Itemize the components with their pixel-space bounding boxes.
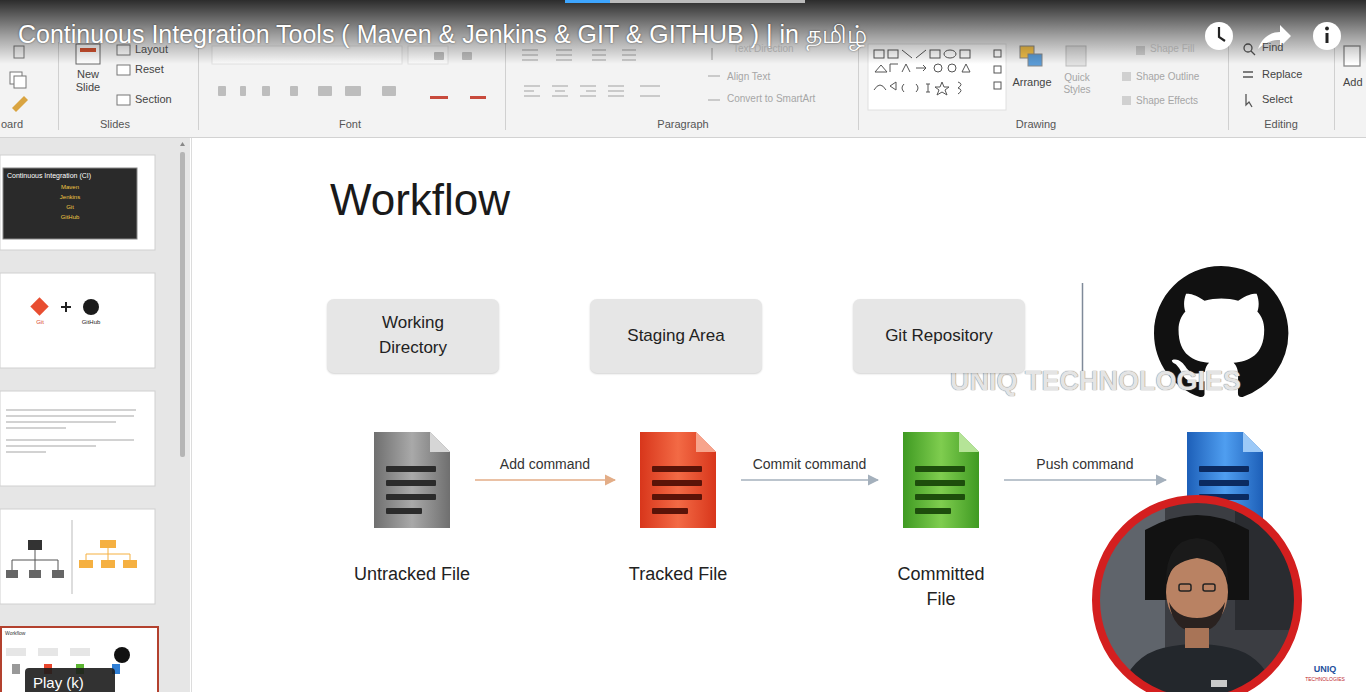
logo-text: UNIQ xyxy=(1314,664,1337,674)
ribbon-border xyxy=(0,137,1366,138)
file-fold xyxy=(1243,432,1263,452)
info-icon xyxy=(1313,22,1341,50)
file-state-label: Committed File xyxy=(882,562,1000,612)
stage-name: Working Directory xyxy=(351,311,475,360)
file-line xyxy=(652,494,702,500)
slide-thumbnails xyxy=(0,155,158,692)
file-fold xyxy=(696,432,716,452)
group-name: Drawing xyxy=(1016,118,1056,131)
file-state-label: Tracked File xyxy=(619,562,737,587)
file-stage: Committed File xyxy=(882,430,1000,612)
thumbnail-logos xyxy=(30,297,99,315)
file-stage: Tracked File xyxy=(619,430,737,587)
ribbon-button: Shape Fill xyxy=(1150,43,1194,55)
file-icon xyxy=(372,430,452,530)
thumbnail-diagrams xyxy=(6,520,137,594)
thumbnail-text: Git xyxy=(36,319,44,326)
file-fold xyxy=(959,432,979,452)
file-line xyxy=(652,480,702,486)
ribbon-button: Layout xyxy=(135,43,168,56)
stage-box: Git Repository xyxy=(853,299,1025,373)
stage-box: Staging Area xyxy=(590,299,762,373)
file-line xyxy=(386,466,436,472)
logo-text: TECHNOLOGIES xyxy=(1305,677,1345,683)
file-icon xyxy=(901,430,981,530)
logo-plate xyxy=(1302,660,1348,690)
file-line xyxy=(652,508,688,514)
scrollbar xyxy=(180,152,185,457)
slide xyxy=(192,138,1366,692)
progress-played xyxy=(565,0,610,3)
ribbon-button: Select xyxy=(1262,93,1293,106)
ribbon-button: Reset xyxy=(135,63,164,76)
ribbon-button: New Slide xyxy=(68,68,108,93)
file-stage: Untracked File xyxy=(353,430,471,587)
thumbnail-dark-slide xyxy=(3,168,137,239)
file-body xyxy=(374,432,450,528)
ribbon-button: Align Text xyxy=(727,71,770,83)
thumbnail-text: Maven xyxy=(61,184,79,191)
file-line xyxy=(915,466,965,472)
group-name: Font xyxy=(339,118,361,131)
thumbnail-text: GitHub xyxy=(82,319,101,326)
command-label: Commit command xyxy=(750,456,870,472)
slide-edge xyxy=(191,138,192,692)
command-arrow xyxy=(741,479,878,481)
ribbon-button: Quick Styles xyxy=(1057,72,1097,95)
file-line xyxy=(1199,466,1249,472)
webcam-overlay xyxy=(1085,490,1315,692)
group-name: oard xyxy=(1,118,23,131)
file-line xyxy=(652,466,702,472)
ribbon xyxy=(0,0,1366,137)
file-line xyxy=(915,508,951,514)
ribbon-button: Replace xyxy=(1262,68,1302,81)
scroll-arrow xyxy=(180,142,185,146)
thumbnail-text: Git xyxy=(66,204,74,211)
ribbon-button: Arrange xyxy=(1007,76,1057,89)
stage-box: Working Directory xyxy=(327,299,499,373)
file-line xyxy=(386,480,436,486)
file-body xyxy=(903,432,979,528)
thumbnail-text: Workflow xyxy=(5,631,25,637)
ribbon-button: Add xyxy=(1343,76,1363,89)
player-tooltip: Play (k) xyxy=(33,674,84,691)
thumbnail-text: Jenkins xyxy=(60,194,80,201)
progress-buffered xyxy=(610,0,805,3)
file-line xyxy=(386,494,436,500)
divider-line xyxy=(1082,283,1084,380)
thumbnail-text: GitHub xyxy=(61,214,80,221)
ribbon-button: Shape Outline xyxy=(1136,71,1199,83)
thumbnail-text-lines xyxy=(6,410,136,452)
group-name: Slides xyxy=(100,118,130,131)
ribbon-button: Text Direction xyxy=(733,43,794,55)
watch-later-icon xyxy=(1205,22,1233,50)
command-label: Push command xyxy=(1033,456,1136,472)
ribbon-button: Find xyxy=(1262,41,1283,54)
thumbnail-text: Continuous Integration (CI) xyxy=(7,172,91,180)
stage-name: Git Repository xyxy=(885,324,993,349)
file-line xyxy=(386,508,422,514)
file-icon xyxy=(638,430,718,530)
command-arrow xyxy=(1004,479,1166,481)
ribbon-button: Shape Effects xyxy=(1136,95,1198,107)
stage-name: Staging Area xyxy=(627,324,724,349)
file-state-label: Untracked File xyxy=(353,562,471,587)
file-line xyxy=(1199,480,1249,486)
thumbnail-pane xyxy=(0,138,190,692)
command-arrow xyxy=(475,479,615,481)
player-top-shade xyxy=(0,0,1366,64)
tooltip-box xyxy=(25,668,115,692)
ribbon-button: Section xyxy=(135,93,172,106)
group-name: Editing xyxy=(1264,118,1298,131)
file-line xyxy=(915,480,965,486)
command-label: Add command xyxy=(497,456,593,472)
file-fold xyxy=(430,432,450,452)
group-name: Paragraph xyxy=(657,118,708,131)
ribbon-button: Convert to SmartArt xyxy=(727,93,815,105)
slide-title: Workflow xyxy=(330,174,510,227)
file-body xyxy=(640,432,716,528)
file-line xyxy=(915,494,965,500)
